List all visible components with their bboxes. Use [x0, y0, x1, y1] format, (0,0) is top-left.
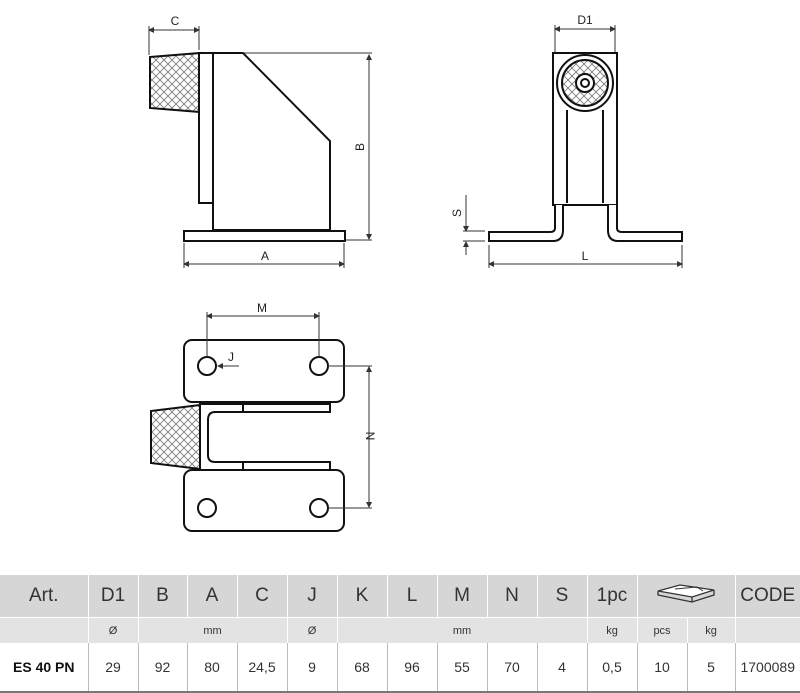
header-b: B	[137, 575, 187, 618]
header-n: N	[486, 575, 537, 618]
cell-code: 1700089	[734, 643, 800, 693]
top-view: M J N	[150, 301, 377, 532]
header-d1: D1	[87, 575, 138, 618]
header-1pc: 1pc	[586, 575, 637, 618]
cell-l: 96	[386, 643, 437, 693]
cell-c: 24,5	[236, 643, 287, 693]
technical-drawing: C B A D1 S L	[148, 13, 683, 532]
dim-n-label: N	[363, 432, 377, 441]
dim-b-label: B	[353, 143, 367, 151]
cell-art: ES 40 PN	[0, 643, 88, 693]
units-row: Ø mm Ø mm kg pcs kg	[0, 617, 800, 643]
header-row: Art. D1 B A C J K L M N S 1pc CODE	[0, 575, 800, 618]
rubber-bumper-top	[150, 403, 201, 471]
unit-mm-2: mm	[336, 617, 587, 643]
unit-j: Ø	[286, 617, 337, 643]
rubber-bumper	[149, 51, 201, 114]
unit-kg: kg	[586, 617, 637, 643]
unit-kg-2: kg	[686, 617, 735, 643]
cell-weight: 0,5	[586, 643, 637, 693]
header-code: CODE	[734, 575, 800, 618]
cell-s: 4	[536, 643, 587, 693]
cell-pcs: 10	[636, 643, 687, 693]
table-row: ES 40 PN 29 92 80 24,5 9 68 96 55 70 4 0…	[0, 643, 800, 693]
header-m: M	[436, 575, 487, 618]
dim-j-label: J	[228, 350, 234, 364]
cell-n: 70	[486, 643, 537, 693]
dim-m-label: M	[257, 301, 267, 315]
cell-m: 55	[436, 643, 487, 693]
dim-c-label: C	[171, 14, 180, 28]
front-view: D1 S L	[450, 13, 683, 268]
header-s: S	[536, 575, 587, 618]
unit-pcs: pcs	[636, 617, 687, 643]
header-art: Art.	[0, 575, 88, 618]
box-icon	[657, 584, 715, 603]
dim-d1-label: D1	[577, 13, 593, 27]
spec-table: Art. D1 B A C J K L M N S 1pc CODE Ø mm …	[0, 575, 800, 693]
dim-s-label: S	[450, 209, 464, 217]
dim-l-label: L	[582, 249, 589, 263]
cell-d1: 29	[87, 643, 138, 693]
header-a: A	[186, 575, 237, 618]
header-package	[636, 575, 735, 618]
cell-a: 80	[186, 643, 237, 693]
cell-b: 92	[137, 643, 187, 693]
header-k: K	[336, 575, 387, 618]
dim-a-label: A	[261, 249, 269, 263]
cell-j: 9	[286, 643, 337, 693]
side-view: C B A	[148, 14, 372, 268]
header-j: J	[286, 575, 337, 618]
cell-package-kg: 5	[686, 643, 735, 693]
unit-mm: mm	[137, 617, 287, 643]
unit-d1: Ø	[87, 617, 138, 643]
header-l: L	[386, 575, 437, 618]
cell-k: 68	[336, 643, 387, 693]
header-c: C	[236, 575, 287, 618]
